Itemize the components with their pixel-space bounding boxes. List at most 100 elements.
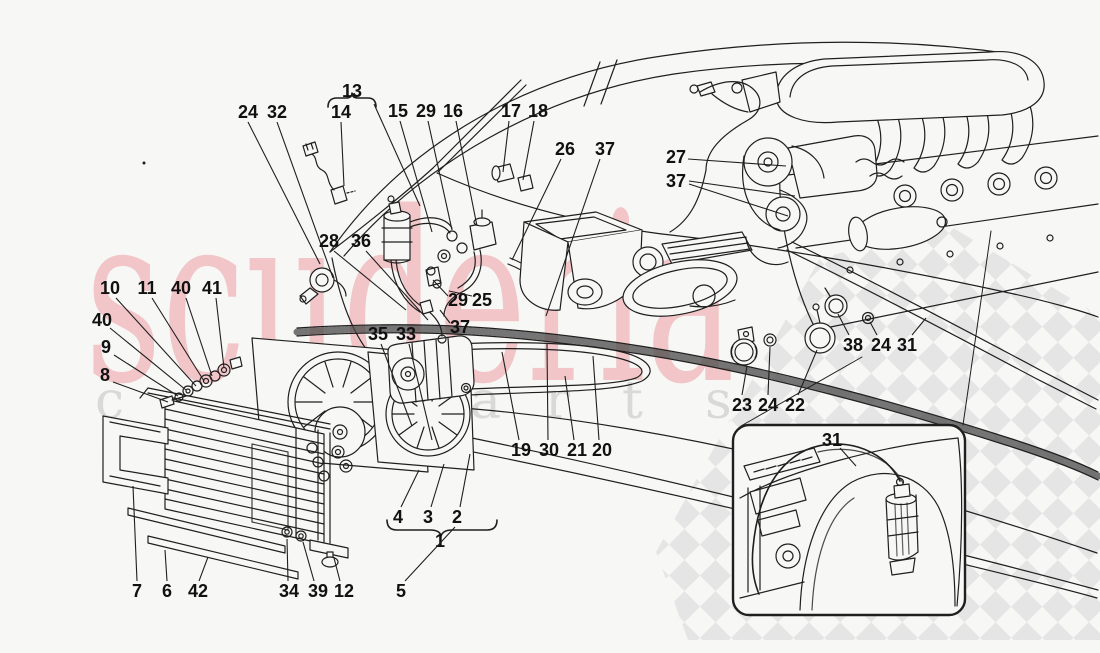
callout-leader-37 (688, 183, 789, 217)
callout-leader-12 (333, 557, 341, 582)
callout-leader-4 (400, 469, 420, 508)
callout-leader-39 (302, 541, 315, 582)
callout-17: 17 (501, 101, 521, 121)
callout-5: 5 (396, 581, 406, 601)
callout-2: 2 (452, 507, 462, 527)
callout-brackets (327, 92, 498, 537)
callout-13: 13 (342, 81, 362, 101)
callout-26: 26 (555, 139, 575, 159)
callout-leader-35 (380, 343, 413, 427)
callout-leader-20 (592, 355, 600, 441)
callout-9: 9 (101, 337, 111, 357)
callout-23: 23 (732, 395, 752, 415)
pipe-clamp-drawing (299, 267, 347, 305)
callout-31: 31 (822, 430, 842, 450)
callout-leader-2 (459, 453, 471, 508)
callout-leader-36 (365, 250, 429, 321)
callout-21: 21 (567, 440, 587, 460)
callout-leader-9 (113, 354, 179, 397)
callout-leader-33 (408, 343, 433, 441)
callout-28: 28 (319, 231, 339, 251)
callout-35: 35 (368, 324, 388, 344)
callout-leader-40 (185, 297, 213, 377)
callout-leader-14 (340, 121, 345, 187)
callout-leader-42 (198, 556, 209, 582)
callout-leader-6 (164, 549, 168, 582)
callout-37: 37 (666, 171, 686, 191)
callout-leader-29 (432, 279, 449, 297)
callout-40: 40 (171, 278, 191, 298)
callout-32: 32 (267, 102, 287, 122)
callout-25: 25 (472, 290, 492, 310)
callout-39: 39 (308, 581, 328, 601)
callout-leader-31 (839, 447, 857, 467)
callout-42: 42 (188, 581, 208, 601)
callout-1: 1 (435, 531, 445, 551)
condenser-assembly-drawing (102, 335, 475, 580)
callout-leader-37 (439, 309, 451, 324)
callout-leader-25 (448, 290, 473, 297)
callout-leader-3 (430, 463, 445, 508)
callout-16: 16 (443, 101, 463, 121)
callout-24: 24 (758, 395, 778, 415)
callout-37: 37 (450, 317, 470, 337)
callout-leader-23 (741, 365, 748, 396)
valve-cluster-drawing (425, 163, 537, 317)
callout-15: 15 (388, 101, 408, 121)
callout-24: 24 (871, 335, 891, 355)
receiver-drier-drawing (381, 195, 453, 344)
inset-box (731, 230, 992, 617)
callout-24: 24 (238, 102, 258, 122)
callout-12: 12 (334, 581, 354, 601)
callout-leader-13 (373, 103, 421, 207)
ac-pipes-drawing (293, 241, 1100, 554)
callout-leader-8 (112, 381, 169, 403)
callout-leader-28 (333, 250, 407, 311)
watermark-letter: t (622, 371, 643, 431)
callout-31: 31 (897, 335, 917, 355)
callout-leader-11 (151, 297, 205, 382)
callout-41: 41 (202, 278, 222, 298)
callout-leader-32 (276, 121, 334, 279)
callout-leader-34 (286, 538, 289, 582)
callout-33: 33 (396, 324, 416, 344)
callout-7: 7 (132, 581, 142, 601)
callout-36: 36 (351, 231, 371, 251)
callout-29: 29 (416, 101, 436, 121)
thermo-sensor-cable-drawing (302, 141, 356, 205)
callout-leader-22 (797, 349, 818, 396)
callout-leader-37 (688, 180, 796, 197)
callout-leader-15 (399, 120, 433, 233)
watermark-letter: a (470, 371, 501, 431)
callout-3: 3 (423, 507, 433, 527)
callout-leader-31 (911, 317, 927, 336)
watermark-letter: r (545, 371, 570, 431)
callout-27: 27 (666, 147, 686, 167)
callout-22: 22 (785, 395, 805, 415)
callout-30: 30 (539, 440, 559, 460)
watermark-letter: s (705, 371, 732, 431)
callout-8: 8 (100, 365, 110, 385)
callout-4: 4 (393, 507, 403, 527)
callout-34: 34 (279, 581, 299, 601)
callout-19: 19 (511, 440, 531, 460)
callout-leader-27 (687, 158, 787, 167)
callout-leader-18 (522, 120, 535, 181)
callout-leader-16 (455, 120, 478, 227)
callout-leader-26 (511, 158, 562, 261)
engine-drawing (622, 50, 1099, 331)
callout-leader-29 (427, 120, 453, 231)
callout-leader-24 (767, 346, 771, 396)
callout-37: 37 (595, 139, 615, 159)
callout-11: 11 (137, 278, 156, 298)
callout-leader-41 (215, 297, 225, 369)
callout-leader-21 (564, 375, 575, 441)
callout-14: 14 (331, 102, 351, 122)
callout-leader-40 (109, 327, 187, 391)
callout-leader-24 (247, 121, 321, 265)
callout-leader-30 (546, 343, 549, 441)
callout-40: 40 (92, 310, 112, 330)
